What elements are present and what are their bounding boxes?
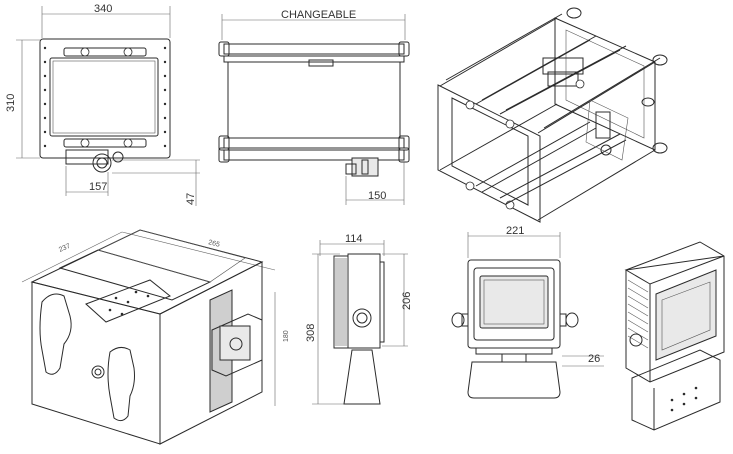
housing-front-view: 221 26	[451, 225, 604, 399]
dim-changeable: CHANGEABLE	[281, 9, 356, 21]
dim-side-height: 308	[305, 324, 317, 342]
frame-isometric-view	[437, 7, 668, 223]
dim-front-offset: 26	[588, 353, 600, 365]
dim-side-width: 114	[345, 233, 363, 245]
dim-side-inner: 206	[401, 292, 413, 310]
dim-side-depth: 150	[368, 190, 386, 202]
housing-isometric-view: 237 265 180	[21, 229, 290, 445]
dim-frame-depth: 47	[185, 193, 197, 205]
dim-frame-width: 340	[94, 3, 112, 15]
dim-iso-height: 180	[283, 330, 290, 342]
dim-front-width: 221	[506, 225, 524, 237]
dim-frame-offset: 157	[89, 181, 107, 193]
frame-side-view: CHANGEABLE 150	[218, 9, 410, 205]
dim-iso-depth: 237	[58, 243, 72, 254]
housing-isometric-small-view	[624, 241, 725, 431]
housing-side-view: 114 308 206	[305, 233, 413, 405]
frame-front-view: 340 310 157	[5, 3, 200, 206]
dim-iso-width: 265	[208, 239, 221, 249]
dim-frame-height: 310	[5, 94, 17, 112]
